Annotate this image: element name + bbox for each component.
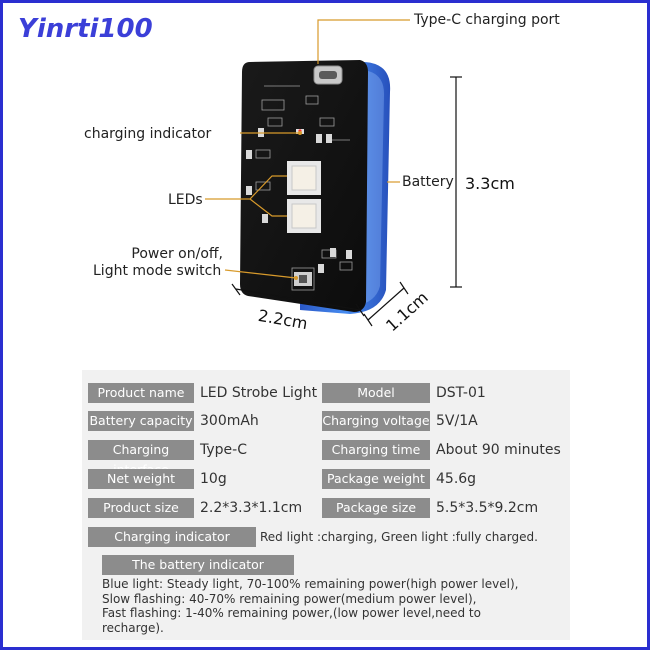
- spec-value: Type-C: [200, 442, 247, 458]
- spec-value: About 90 minutes: [436, 442, 561, 458]
- spec-row: Product size 2.2*3.3*1.1cm Package size …: [82, 498, 570, 520]
- led-chips: [287, 161, 321, 233]
- spec-label: Product size: [88, 498, 194, 518]
- callout-type-c-port: Type-C charging port: [414, 12, 560, 28]
- spec-row: Net weight 10g Package weight 45.6g: [82, 469, 570, 491]
- spec-table: Product name LED Strobe Light Model DST-…: [82, 370, 570, 640]
- spec-label: Package weight: [322, 469, 430, 489]
- pcb-board: [240, 60, 368, 312]
- spec-label: Product name: [88, 383, 194, 403]
- battery-indicator-row: The battery indicator indicates: [82, 555, 570, 592]
- spec-label: Charging voltage: [322, 411, 430, 431]
- battery-indicator-line: Blue light: Steady light, 70-100% remain…: [102, 577, 519, 591]
- battery-indicator-line: Fast flashing: 1-40% remaining power,(lo…: [102, 606, 481, 620]
- spec-value: 5V/1A: [436, 413, 478, 429]
- spec-value: 300mAh: [200, 413, 259, 429]
- callout-power-switch: Power on/off, Light mode switch: [93, 246, 223, 280]
- battery-indicator-line: Slow flashing: 40-70% remaining power(me…: [102, 591, 477, 606]
- charging-indicator-value: Red light :charging, Green light :fully …: [260, 530, 538, 544]
- battery-indicator-label: The battery indicator indicates: [102, 555, 294, 592]
- spec-value: DST-01: [436, 385, 486, 401]
- spec-value: 10g: [200, 471, 227, 487]
- spec-label: Charging time: [322, 440, 430, 460]
- spec-row: Battery capacity 300mAh Charging voltage…: [82, 411, 570, 433]
- callout-power-line1: Power on/off,: [131, 246, 223, 262]
- spec-label: Package size: [322, 498, 430, 518]
- brand-logo: Yinrti100: [18, 14, 153, 44]
- spec-label: Charging interface: [88, 440, 194, 477]
- spec-value: 45.6g: [436, 471, 477, 487]
- spec-value: 5.5*3.5*9.2cm: [436, 500, 539, 516]
- spec-value: 2.2*3.3*1.1cm: [200, 500, 303, 516]
- spec-label: Net weight: [88, 469, 194, 489]
- callout-leds: LEDs: [168, 192, 203, 208]
- charging-indicator-row: Charging indicator Red light :charging, …: [82, 527, 570, 549]
- battery-indicator-line: recharge).: [102, 620, 164, 635]
- spec-label: Battery capacity: [88, 411, 194, 431]
- spec-row: Charging interface Type-C Charging time …: [82, 440, 570, 477]
- spec-row: Product name LED Strobe Light Model DST-…: [82, 383, 570, 405]
- callout-charging-indicator: charging indicator: [84, 126, 212, 142]
- spec-label: Model: [322, 383, 430, 403]
- callout-battery: Battery: [402, 174, 454, 190]
- callout-power-line2: Light mode switch: [93, 263, 222, 279]
- charging-indicator-label: Charging indicator: [88, 527, 256, 547]
- dimension-height: 3.3cm: [465, 174, 515, 193]
- battery-indicator-notes: Blue light: Steady light, 70-100% remain…: [102, 577, 532, 635]
- spec-value: LED Strobe Light: [200, 385, 318, 401]
